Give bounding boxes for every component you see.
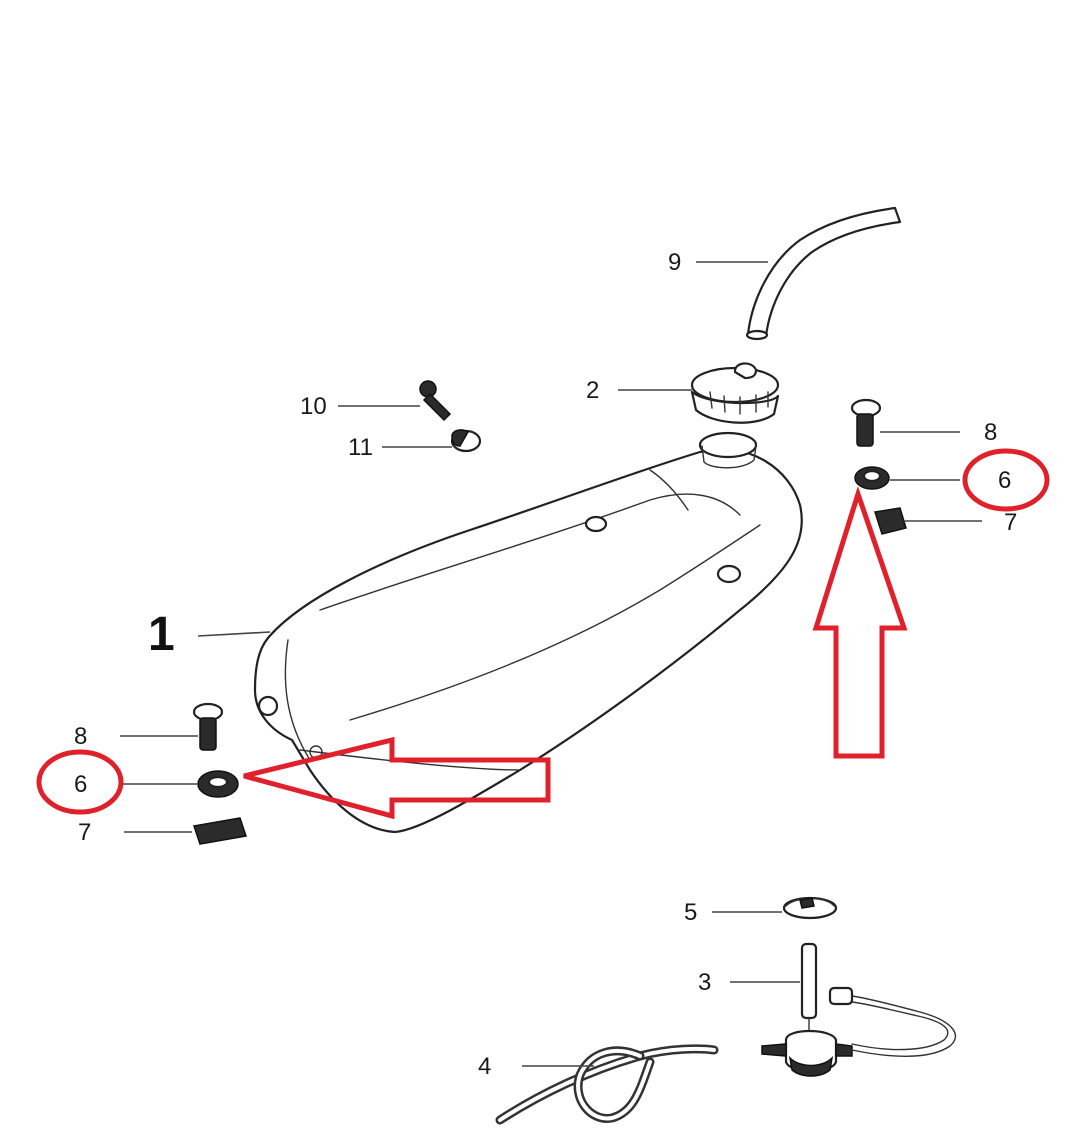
bolt-left <box>192 702 224 751</box>
callout-clip: 11 <box>348 434 373 461</box>
hose-clip <box>782 896 838 920</box>
fuel-tank <box>253 431 803 834</box>
callout-grommet-right: 6 <box>998 467 1011 494</box>
grommet-right <box>854 466 890 490</box>
screw <box>419 380 452 422</box>
callout-tank: 1 <box>148 608 175 661</box>
vent-hose <box>745 206 902 341</box>
highlight-ring-left <box>36 749 124 815</box>
callout-bushing-left: 7 <box>78 819 91 846</box>
bolt-right <box>850 398 882 447</box>
leader-tank <box>197 631 271 637</box>
highlight-arrow-up <box>812 485 908 759</box>
highlight-ring-right <box>962 448 1050 512</box>
callout-bushing-right: 7 <box>1004 509 1017 536</box>
callout-hose-clip: 5 <box>684 899 697 926</box>
fuel-tap <box>761 942 957 1077</box>
callout-bolt-left: 8 <box>74 723 87 750</box>
callout-fuel-cap: 2 <box>586 377 599 404</box>
callout-bolt-right: 8 <box>984 419 997 446</box>
fuel-cap <box>690 362 780 424</box>
callout-fuel-tap: 3 <box>698 969 711 996</box>
highlight-arrow-left <box>243 736 551 820</box>
grommet-left <box>197 770 239 798</box>
bushing-right <box>874 507 907 535</box>
callout-fuel-hose: 4 <box>478 1053 491 1080</box>
callout-vent-hose: 9 <box>668 249 681 276</box>
bushing-left <box>193 817 247 845</box>
clip <box>450 429 482 453</box>
fuel-hose <box>495 1044 719 1125</box>
callout-grommet-left: 6 <box>74 771 87 798</box>
callout-screw: 10 <box>300 393 327 420</box>
